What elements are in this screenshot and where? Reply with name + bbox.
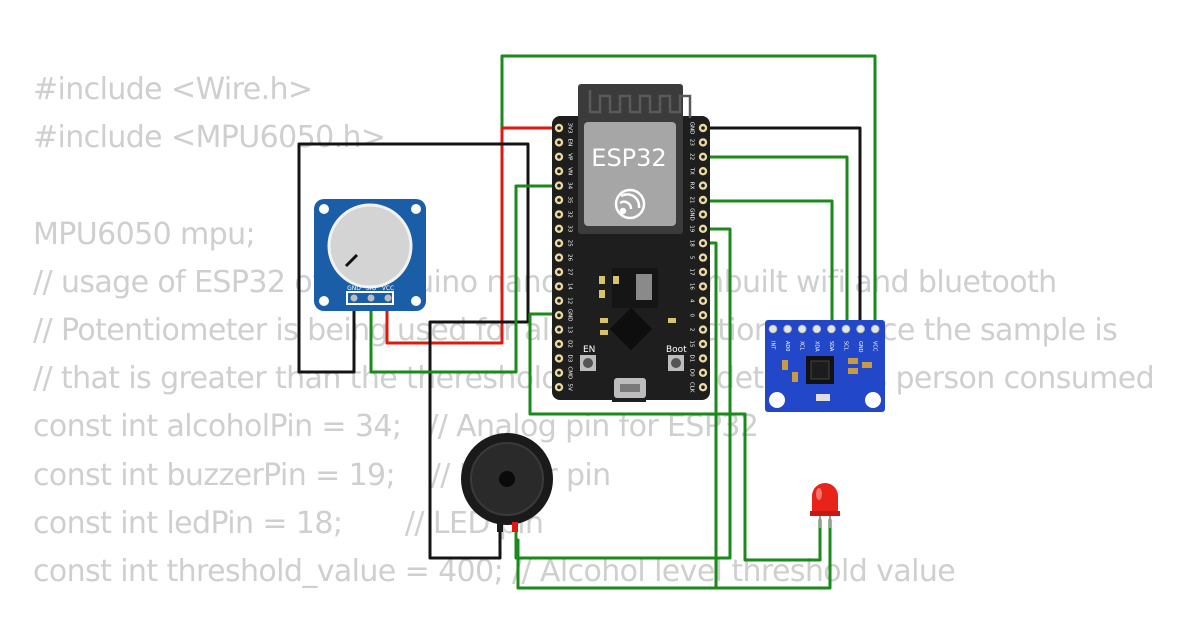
mpu-pin xyxy=(797,324,807,334)
esp32-pin-label: CMD xyxy=(567,366,573,379)
code-line: #include <MPU6050.h> xyxy=(33,120,386,156)
code-line: MPU6050 mpu; xyxy=(33,216,256,252)
esp32-pin-label: D2 xyxy=(567,340,573,348)
esp32-pin-label: 27 xyxy=(567,269,573,276)
wire-gnd-pot xyxy=(297,142,530,560)
esp32-pin-label: 4 xyxy=(689,299,695,303)
pot-pin-vcc: VCC xyxy=(382,285,394,292)
esp32-pin-label: EN xyxy=(567,139,573,147)
esp32-pin-label: 2 xyxy=(689,328,695,332)
mpu-pin-label: INT xyxy=(770,341,776,350)
mpu-pin-label: XCL xyxy=(799,341,805,351)
esp32-pin-label: 5 xyxy=(689,256,695,260)
mpu-pin-label: SCL xyxy=(843,341,849,351)
mpu-pin-label: XDA xyxy=(813,341,819,352)
potentiometer-knob xyxy=(327,203,413,289)
esp32-pin-label: CLK xyxy=(689,382,695,393)
esp32-pin-label: 14 xyxy=(567,283,573,290)
wire-3v3-pot xyxy=(385,126,561,345)
esp32-pin-label: 18 xyxy=(689,240,695,247)
esp32-pin-label: 3V3 xyxy=(567,123,573,134)
esp32-pin-label: D1 xyxy=(689,355,695,363)
mpu-pin-label: VCC xyxy=(872,341,878,352)
esp32-pin-label: 5V xyxy=(567,384,573,391)
mpu-pin xyxy=(870,324,880,334)
wire-buzzer xyxy=(514,227,732,560)
code-line: const int ledPin = 18; // LED pin xyxy=(33,505,544,541)
esp32-pin-label: GND xyxy=(567,309,573,322)
mpu-pin xyxy=(812,324,822,334)
esp32-pin-label: 34 xyxy=(567,182,573,189)
esp32-pin-label: D0 xyxy=(689,369,695,377)
mpu6050-header: INT AD0 XCL XDA SDA SCL GND VCC xyxy=(768,324,880,353)
esp32-pin-label: 15 xyxy=(689,341,695,348)
esp32-pin-label: 25 xyxy=(567,240,573,247)
esp32-pin-label: 33 xyxy=(567,225,573,232)
wires xyxy=(297,54,877,590)
esp32-board: ESP32 EN Boot 3V3ENVPVN34353233252627141… xyxy=(552,84,710,402)
mpu-pin xyxy=(783,324,792,334)
wire-gnd-esp xyxy=(528,312,822,562)
wire-gnd-mpu xyxy=(700,126,862,331)
esp32-pin-label: 19 xyxy=(689,225,695,232)
wire-scl-mpu xyxy=(700,155,849,331)
espressif-logo xyxy=(614,188,646,220)
esp32-pin-label: 22 xyxy=(689,153,695,160)
esp32-label: ESP32 xyxy=(591,144,666,172)
wire-led-cathode xyxy=(714,518,832,590)
pot-pin-sig: SIG xyxy=(366,285,377,292)
code-line: #include <Wire.h> xyxy=(33,72,313,107)
mpu-pin-label: AD0 xyxy=(784,341,790,351)
mpu-pin xyxy=(856,324,865,334)
mpu-pin xyxy=(768,324,778,334)
esp32-pin-label: 16 xyxy=(689,283,695,290)
buzzer xyxy=(461,433,553,532)
esp32-pin-label: VN xyxy=(567,167,573,175)
esp32-pin-label: 23 xyxy=(689,139,695,146)
esp32-pin-label: RX xyxy=(689,182,695,190)
esp32-pin-label: GND xyxy=(689,208,695,221)
esp32-pin-label: GND xyxy=(689,122,695,135)
mpu6050-module: INT AD0 XCL XDA SDA SCL GND VCC xyxy=(765,320,885,412)
wire-sig-pot xyxy=(369,184,561,374)
mpu-pin-label: GND xyxy=(857,341,863,353)
boot-button-label: Boot xyxy=(666,345,687,355)
esp32-pin-label: 17 xyxy=(689,269,695,276)
mpu-pin xyxy=(827,324,836,334)
en-button-label: EN xyxy=(583,345,595,355)
mpu-pin-label: SDA xyxy=(828,341,834,352)
esp32-pin-label: 21 xyxy=(689,197,695,204)
pot-pin-gnd: GND xyxy=(347,285,361,292)
esp32-pin-label: 26 xyxy=(567,254,573,261)
red-led xyxy=(810,483,840,528)
esp32-pin-label: 32 xyxy=(567,211,573,218)
wire-sda-mpu xyxy=(700,199,834,331)
esp32-pin-label: TX xyxy=(689,167,695,175)
potentiometer-module: GND SIG VCC xyxy=(314,199,426,311)
esp32-pin-label: VP xyxy=(567,153,573,161)
esp32-pin-label: 12 xyxy=(567,297,573,304)
esp32-pin-label: 0 xyxy=(689,313,695,317)
esp32-pin-label: 35 xyxy=(567,197,573,204)
esp32-pin-label: D3 xyxy=(567,355,573,363)
esp32-pin-label: 13 xyxy=(567,326,573,333)
mpu-pin xyxy=(841,324,851,334)
